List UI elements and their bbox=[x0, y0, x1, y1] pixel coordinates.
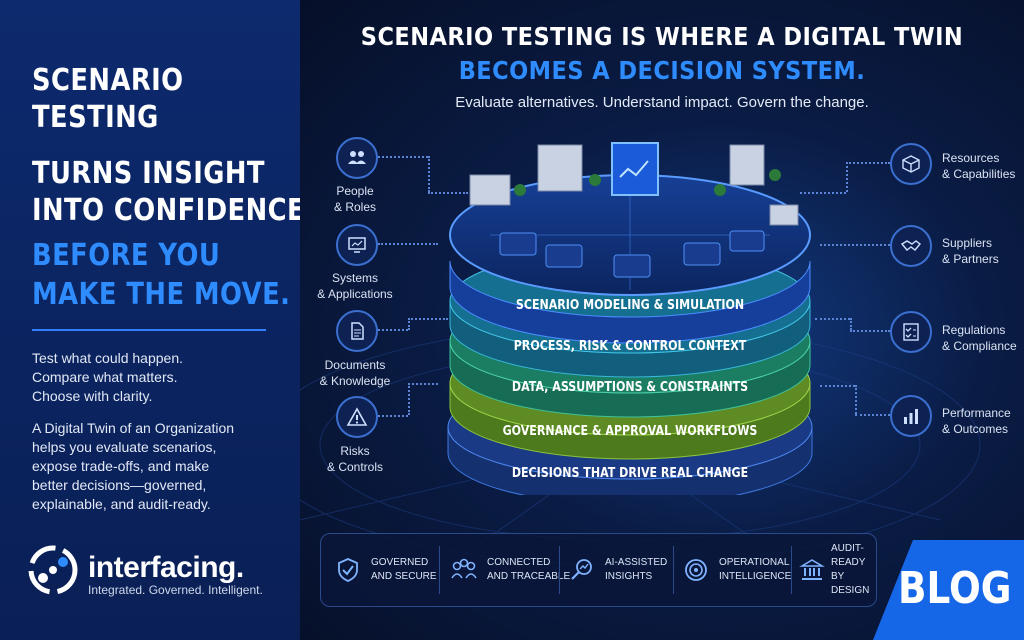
left-panel bbox=[0, 0, 300, 640]
blog-badge-shape bbox=[873, 540, 1024, 640]
side-label-documents: Documents& Knowledge bbox=[319, 358, 391, 388]
feature-separator bbox=[439, 546, 440, 594]
connector bbox=[815, 318, 850, 320]
magnifier-chart-icon bbox=[565, 553, 599, 587]
side-label-suppliers: Suppliers& Partners bbox=[942, 236, 999, 266]
body-line: explainable, and audit-ready. bbox=[32, 496, 211, 512]
headline-line: SCENARIO bbox=[32, 63, 184, 98]
layer-label: SCENARIO MODELING & SIMULATION bbox=[515, 298, 745, 313]
people-icon bbox=[336, 137, 378, 179]
layer-label: PROCESS, RISK & CONTROL CONTEXT bbox=[513, 339, 747, 354]
headline-line: TURNS INSIGHT bbox=[32, 156, 265, 191]
connector bbox=[850, 318, 852, 330]
connector bbox=[378, 329, 408, 331]
connector bbox=[820, 385, 855, 387]
side-label-people: People& Roles bbox=[333, 184, 377, 214]
layer-label: DECISIONS THAT DRIVE REAL CHANGE bbox=[511, 466, 749, 481]
target-icon bbox=[679, 553, 713, 587]
connector bbox=[378, 156, 428, 158]
headline-accent-line: BEFORE YOU bbox=[32, 238, 221, 273]
body-line: better decisions—governed, bbox=[32, 477, 207, 493]
connector bbox=[855, 414, 890, 416]
connector bbox=[855, 385, 857, 414]
connector bbox=[800, 192, 846, 194]
network-people-icon bbox=[447, 553, 481, 587]
side-label-risks: Risks& Controls bbox=[326, 444, 384, 474]
feature-separator bbox=[673, 546, 674, 594]
handshake-icon bbox=[890, 225, 932, 267]
brand-name[interactable]: interfacing. bbox=[88, 551, 244, 584]
shield-check-icon bbox=[331, 553, 365, 587]
headline-line: TESTING bbox=[32, 100, 159, 135]
tagline-line: Test what could happen. bbox=[32, 350, 183, 366]
connector bbox=[378, 243, 438, 245]
connector bbox=[850, 330, 890, 332]
main-title-line1: SCENARIO TESTING IS WHERE A DIGITAL TWIN bbox=[360, 22, 964, 51]
connector bbox=[846, 162, 848, 192]
interfacing-logo-icon bbox=[28, 545, 78, 595]
connector bbox=[846, 162, 890, 164]
bar-chart-icon bbox=[890, 395, 932, 437]
document-icon bbox=[336, 310, 378, 352]
main-subtitle: Evaluate alternatives. Understand impact… bbox=[455, 94, 869, 111]
monitor-icon bbox=[336, 224, 378, 266]
layer-label: DATA, ASSUMPTIONS & CONSTRAINTS bbox=[511, 380, 749, 395]
tagline-line: Choose with clarity. bbox=[32, 388, 153, 404]
side-label-systems: Systems& Applications bbox=[317, 271, 393, 301]
layer-stack bbox=[447, 142, 813, 495]
blog-badge[interactable]: BLOG bbox=[898, 563, 1012, 614]
institution-icon bbox=[795, 553, 829, 587]
headline-accent-line: MAKE THE MOVE. bbox=[32, 277, 291, 312]
body-line: helps you evaluate scenarios, bbox=[32, 439, 217, 455]
body-line: expose trade-offs, and make bbox=[32, 458, 210, 474]
warning-icon bbox=[336, 396, 378, 438]
feature-separator bbox=[791, 546, 792, 594]
connector bbox=[428, 192, 468, 194]
side-label-resources: Resources& Capabilities bbox=[942, 151, 1016, 181]
cube-icon bbox=[890, 143, 932, 185]
headline-line: INTO CONFIDENCE— bbox=[32, 193, 332, 228]
connector bbox=[408, 318, 448, 320]
headline-divider bbox=[32, 329, 266, 331]
side-label-regulations: Regulations& Compliance bbox=[942, 323, 1017, 353]
side-label-performance: Performance& Outcomes bbox=[942, 406, 1011, 436]
checklist-icon bbox=[890, 311, 932, 353]
connector bbox=[408, 383, 438, 385]
connector bbox=[428, 156, 430, 192]
feature-separator bbox=[559, 546, 560, 594]
brand-tagline: Integrated. Governed. Intelligent. bbox=[88, 583, 263, 597]
connector bbox=[820, 244, 890, 246]
main-title-line2: BECOMES A DECISION SYSTEM. bbox=[458, 56, 866, 85]
connector bbox=[408, 318, 410, 330]
connector bbox=[378, 415, 408, 417]
layer-label: GOVERNANCE & APPROVAL WORKFLOWS bbox=[502, 424, 758, 439]
connector bbox=[408, 383, 410, 415]
body-line: A Digital Twin of an Organization bbox=[32, 420, 235, 436]
tagline-line: Compare what matters. bbox=[32, 369, 178, 385]
